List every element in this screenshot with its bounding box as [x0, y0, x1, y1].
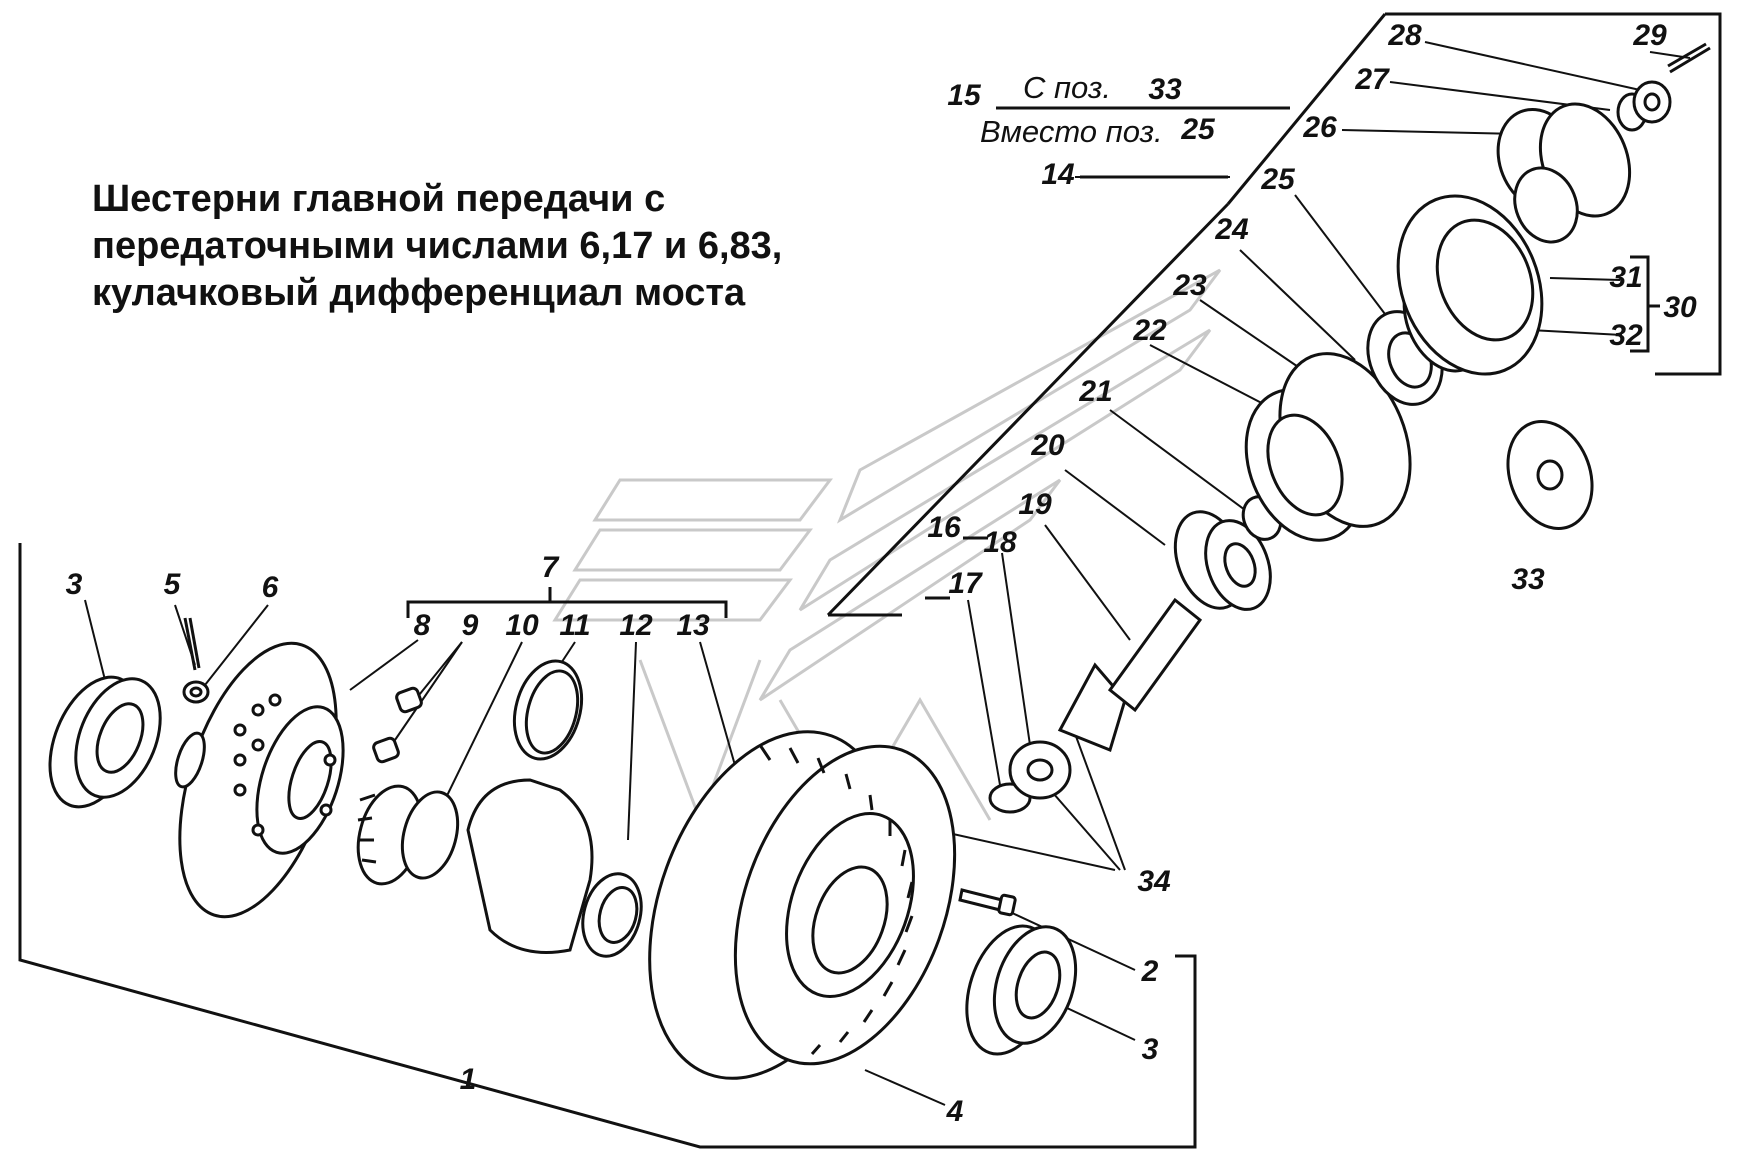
bearing-20 — [1173, 510, 1272, 611]
bearing-left — [48, 675, 162, 809]
diff-cup-8 — [174, 641, 345, 919]
callout-13: 13 — [676, 609, 710, 642]
callout-14: 14 — [1041, 158, 1075, 191]
bearing-housing-22 — [1244, 352, 1412, 542]
diagram-title: Шестерни главной передачи с передаточным… — [92, 176, 852, 317]
callout-3-right: 3 — [1141, 1033, 1159, 1066]
callout-25: 25 — [1261, 163, 1295, 196]
pinion-19 — [988, 597, 1203, 814]
assembly-brackets — [18, 12, 1722, 1149]
callout-5: 5 — [163, 568, 181, 601]
title-line-1: Шестерни главной передачи с — [92, 178, 666, 220]
cracker-9 — [372, 686, 423, 764]
callout-32: 32 — [1609, 319, 1643, 352]
note-with-position: 33 — [1148, 73, 1182, 106]
nut-28 — [1632, 80, 1672, 124]
callout-24: 24 — [1215, 213, 1249, 246]
callout-20: 20 — [1031, 429, 1065, 462]
watermark-logo — [552, 268, 1222, 825]
callout-12: 12 — [619, 609, 653, 642]
title-line-2: передаточными числами 6,17 и 6,83, — [92, 225, 783, 267]
separator-10 — [356, 784, 460, 886]
note-instead-position: 25 — [1181, 113, 1215, 146]
callout-31: 31 — [1609, 261, 1643, 294]
callout-15: 15 — [947, 79, 981, 112]
callout-26: 26 — [1303, 111, 1337, 144]
callout-6: 6 — [261, 571, 279, 604]
callout-11: 11 — [559, 609, 591, 642]
bolt-2 — [958, 888, 1017, 917]
bearing-cover-31 — [1396, 194, 1544, 376]
callout-4: 4 — [946, 1095, 964, 1128]
bracket-30 — [1630, 255, 1650, 353]
callout-8: 8 — [413, 609, 431, 642]
note-with-text: С поз. — [1023, 70, 1111, 105]
bearing-right — [965, 924, 1078, 1056]
parts — [48, 42, 1711, 1080]
bracket-7 — [406, 600, 728, 618]
callout-29: 29 — [1633, 19, 1667, 52]
callout-16: 16 — [927, 511, 961, 544]
ring-11 — [512, 659, 584, 761]
callout-9: 9 — [461, 609, 479, 642]
frame-14 — [1385, 12, 1722, 376]
note-instead-text: Вместо поз. — [980, 114, 1163, 149]
nut-6 — [182, 680, 210, 704]
bracket-1 — [18, 543, 1197, 1149]
callout-27: 27 — [1355, 63, 1389, 96]
callout-28: 28 — [1388, 19, 1422, 52]
callout-21: 21 — [1079, 375, 1113, 408]
callout-7: 7 — [541, 551, 559, 584]
callout-2: 2 — [1141, 955, 1159, 988]
callout-22: 22 — [1133, 314, 1167, 347]
cotter-pin — [183, 617, 201, 671]
flange-26 — [1496, 102, 1632, 244]
callout-33: 33 — [1511, 563, 1545, 596]
callout-3-left: 3 — [65, 568, 83, 601]
callout-23: 23 — [1173, 269, 1207, 302]
callout-34: 34 — [1137, 865, 1171, 898]
callout-17: 17 — [948, 567, 982, 600]
cotter-pin-29 — [1667, 42, 1711, 74]
callout-1: 1 — [459, 1063, 477, 1096]
callout-19: 19 — [1018, 488, 1052, 521]
diff-cup-12 — [466, 778, 643, 958]
callout-18: 18 — [983, 526, 1017, 559]
title-line-3: кулачковый дифференциал моста — [92, 272, 746, 314]
ring-gear-4 — [648, 730, 957, 1080]
callout-30: 30 — [1663, 291, 1697, 324]
callout-10: 10 — [505, 609, 539, 642]
shim-33 — [1506, 420, 1594, 530]
